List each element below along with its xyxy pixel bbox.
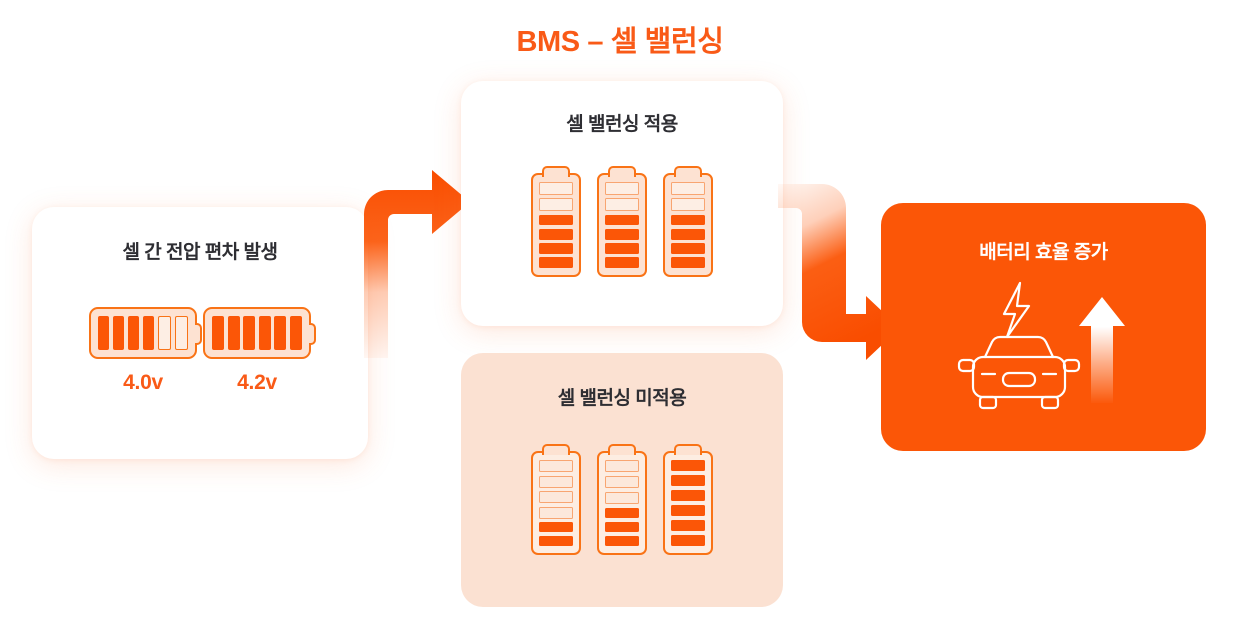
battery-cell <box>539 243 573 254</box>
battery-cell <box>243 316 256 350</box>
battery-group-4-0v: 4.0v <box>89 307 202 395</box>
car-front-icon <box>957 335 1080 410</box>
battery-cap <box>608 444 636 455</box>
battery-cell <box>605 507 639 519</box>
battery-cell <box>539 475 573 488</box>
card-title-voltage-deviation: 셀 간 전압 편차 발생 <box>122 242 278 263</box>
battery-cell <box>605 459 639 473</box>
voltage-label-right: 4.2v <box>237 371 277 394</box>
battery-cell <box>127 316 140 350</box>
battery-cell <box>258 316 271 350</box>
battery-cap <box>542 166 570 177</box>
battery-cell <box>539 228 573 240</box>
battery-cell <box>671 534 705 546</box>
battery-vertical-icon <box>597 166 647 277</box>
battery-cap <box>674 166 702 177</box>
vertical-battery-row-applied <box>461 166 783 277</box>
battery-cell <box>539 257 573 268</box>
battery-cell <box>539 214 573 226</box>
battery-cell <box>605 228 639 240</box>
battery-cell <box>274 316 287 350</box>
lightning-bolt-icon <box>1002 281 1030 339</box>
battery-cell <box>605 182 639 195</box>
battery-cap <box>542 444 570 455</box>
battery-cell <box>605 535 639 546</box>
battery-cell <box>605 243 639 254</box>
battery-cell <box>605 475 639 489</box>
battery-cell <box>671 459 705 472</box>
up-arrow-icon <box>1078 297 1125 403</box>
battery-horizontal-icon <box>89 307 202 359</box>
battery-cell <box>671 504 705 517</box>
battery-cap <box>608 166 636 177</box>
page-title: BMS – 셀 밸런싱 <box>516 26 724 58</box>
battery-cell <box>671 182 705 195</box>
battery-cell <box>112 316 125 350</box>
efficiency-graphic <box>957 281 1125 410</box>
battery-cell <box>671 198 705 211</box>
flow-arrow-left-icon <box>364 170 470 358</box>
card-title-battery-efficiency: 배터리 효율 증가 <box>979 242 1108 263</box>
card-title-balancing-not-applied: 셀 밸런싱 미적용 <box>557 388 687 409</box>
battery-cell <box>671 519 705 532</box>
battery-horizontal-icon <box>203 307 316 359</box>
battery-cell <box>539 491 573 504</box>
battery-cell <box>174 316 189 350</box>
battery-cell <box>157 316 172 350</box>
battery-cell <box>605 521 639 533</box>
battery-cell <box>539 460 573 473</box>
flow-arrow-right-icon <box>778 184 900 360</box>
battery-cell <box>605 198 639 211</box>
battery-vertical-icon <box>663 166 713 277</box>
battery-cell <box>671 214 705 226</box>
card-title-balancing-applied: 셀 밸런싱 적용 <box>566 114 678 135</box>
battery-cell <box>289 316 302 350</box>
battery-cap <box>674 444 702 455</box>
battery-cell <box>539 522 573 533</box>
battery-cell <box>227 316 240 350</box>
battery-vertical-icon <box>531 444 581 555</box>
battery-vertical-icon <box>597 444 647 555</box>
battery-cell <box>539 535 573 546</box>
card-balancing-applied: 셀 밸런싱 적용 <box>461 81 783 326</box>
horizontal-battery-row: 4.0v 4.2v <box>32 307 368 395</box>
battery-cell <box>212 316 225 350</box>
vertical-battery-row-not-applied <box>461 444 783 555</box>
battery-vertical-icon <box>663 444 713 555</box>
battery-cell <box>605 214 639 226</box>
battery-cell <box>671 228 705 240</box>
card-voltage-deviation: 셀 간 전압 편차 발생 4.0v <box>32 207 368 459</box>
battery-cell <box>671 243 705 254</box>
battery-cell <box>605 491 639 505</box>
voltage-label-left: 4.0v <box>123 371 163 394</box>
battery-cell <box>98 316 110 350</box>
battery-cell <box>671 489 705 502</box>
battery-vertical-icon <box>531 166 581 277</box>
card-balancing-not-applied: 셀 밸런싱 미적용 <box>461 353 783 607</box>
battery-cell <box>539 506 573 519</box>
battery-terminal-nub <box>195 323 202 345</box>
card-battery-efficiency: 배터리 효율 증가 <box>881 203 1206 451</box>
battery-terminal-nub <box>309 323 316 345</box>
battery-group-4-2v: 4.2v <box>203 307 316 395</box>
battery-cell <box>605 257 639 268</box>
battery-cell <box>539 182 573 195</box>
battery-cell <box>539 198 573 211</box>
battery-cell <box>671 257 705 268</box>
battery-cell <box>142 316 155 350</box>
battery-cell <box>671 474 705 487</box>
